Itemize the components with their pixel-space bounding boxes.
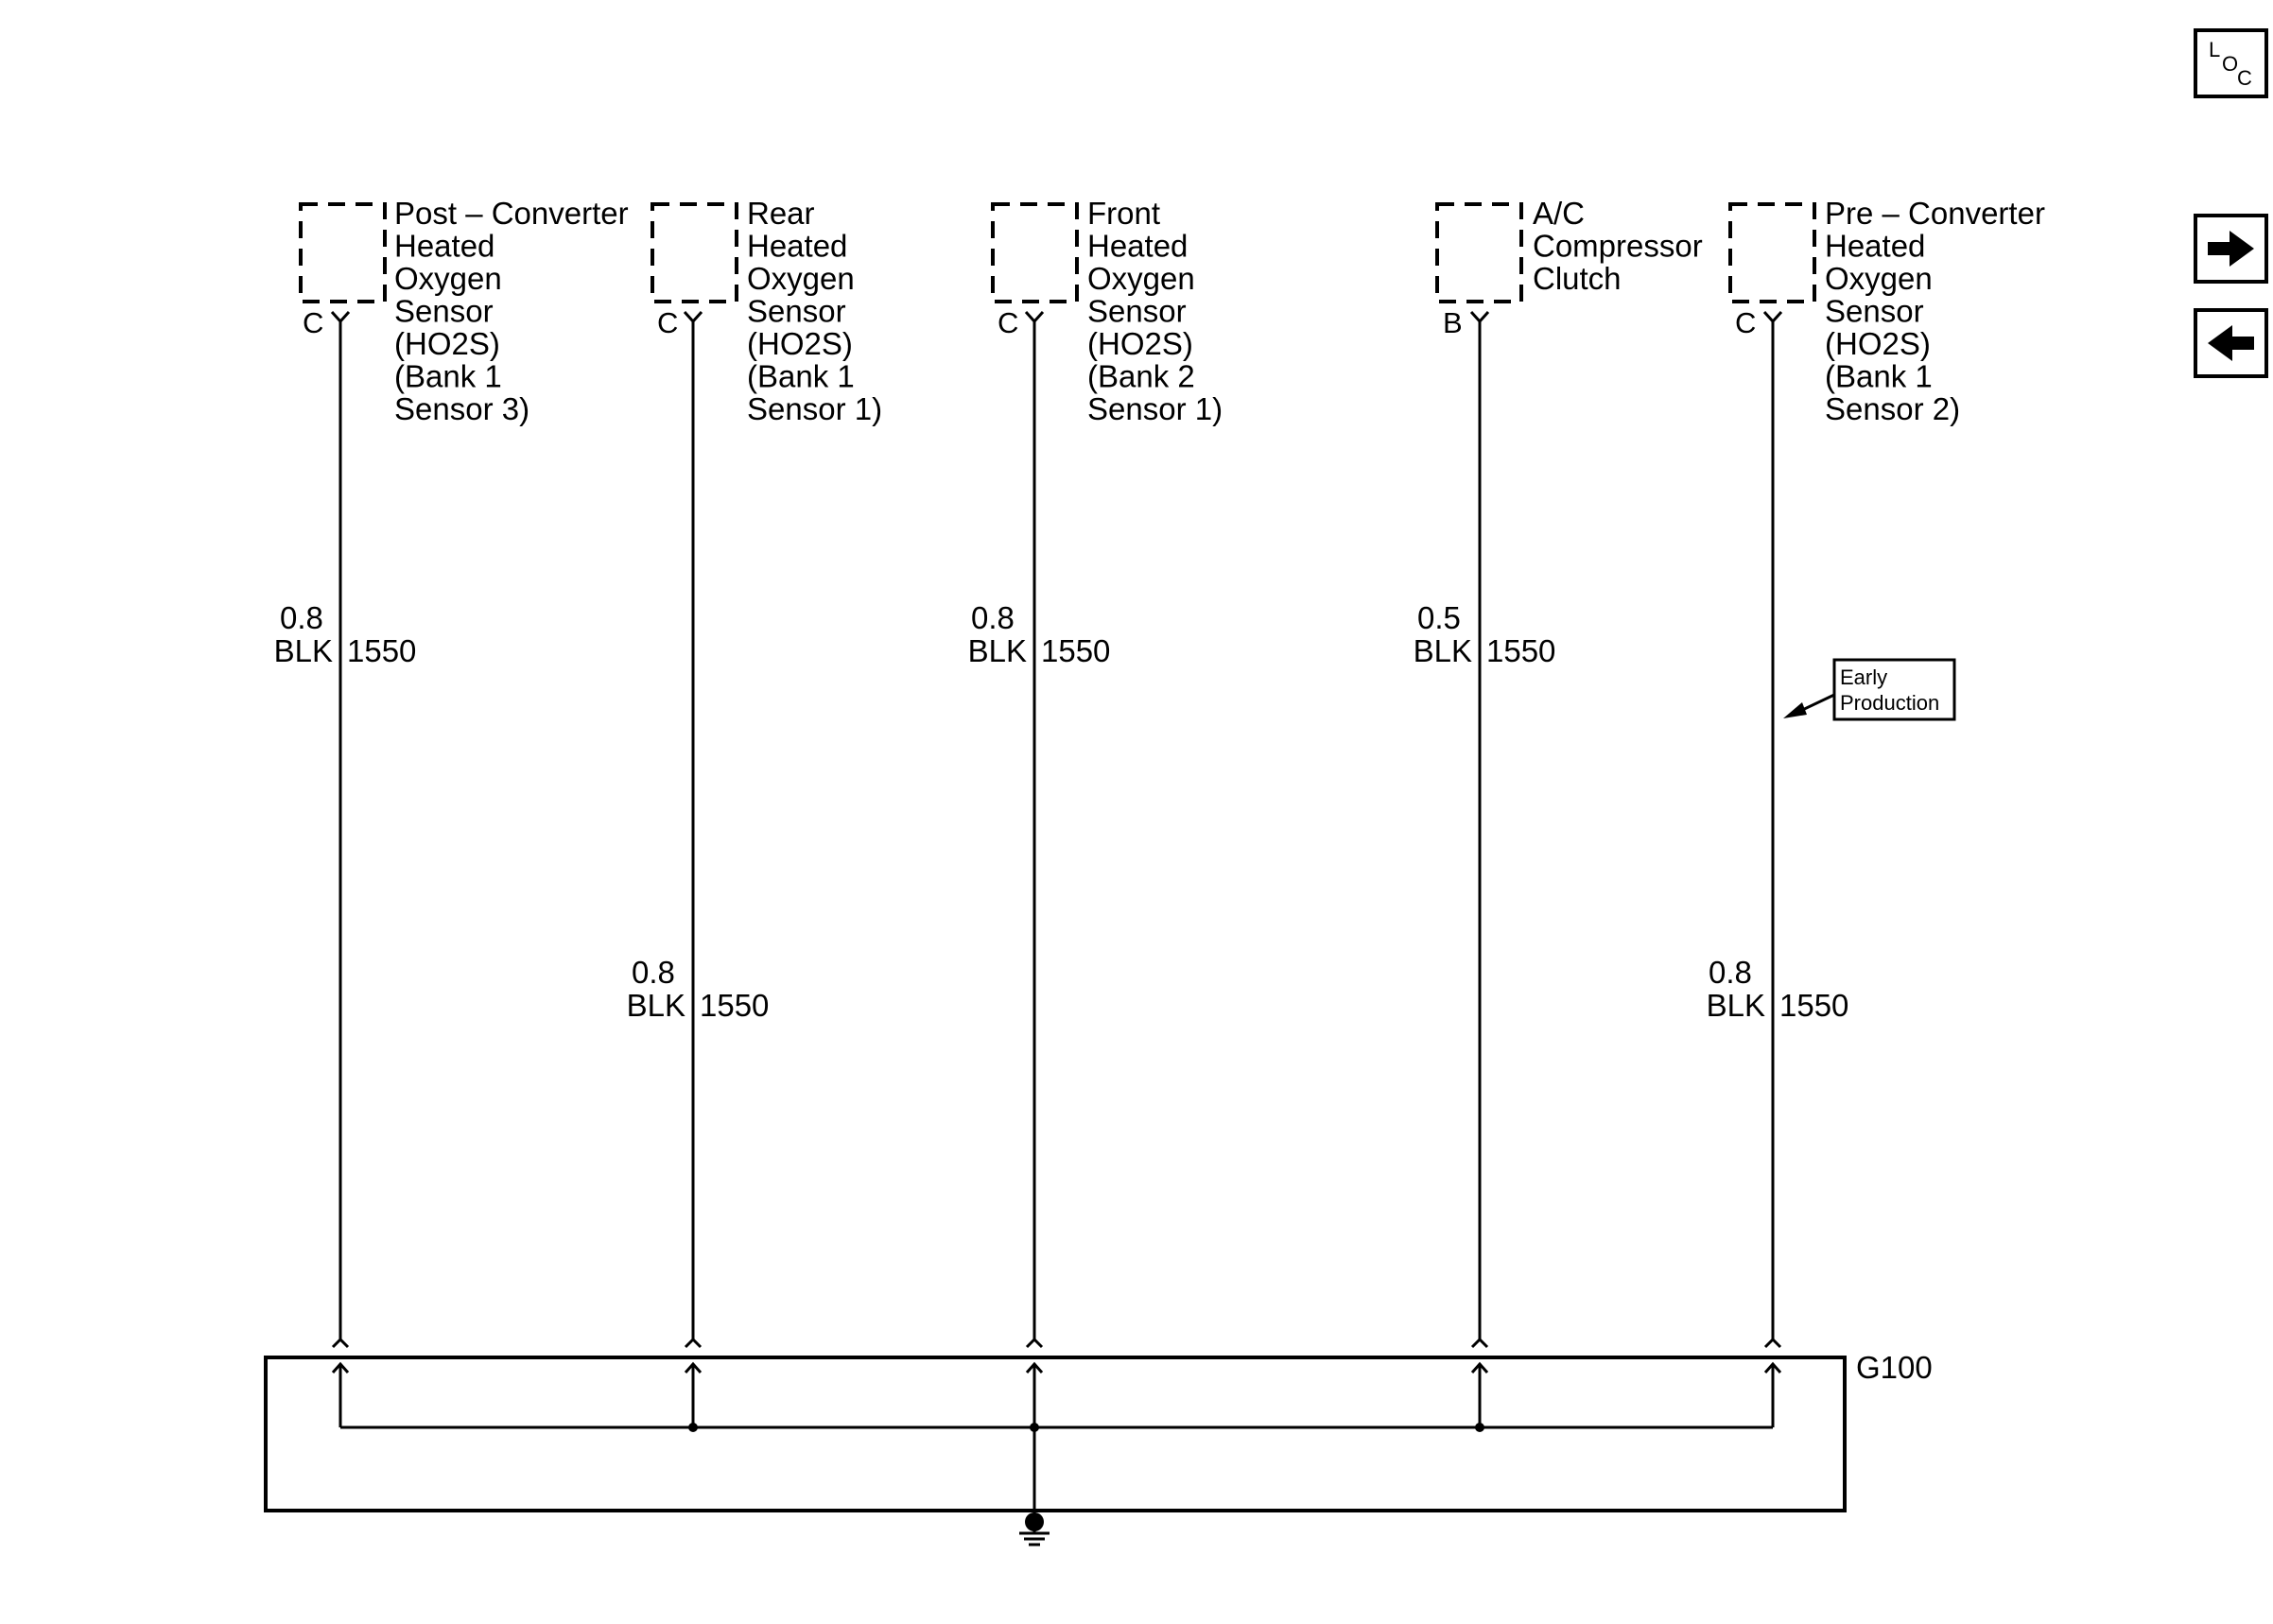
- loc-letter-o: O: [2222, 52, 2238, 76]
- wire-2: 0.8 BLK 1550: [627, 326, 769, 1340]
- ground-splice-block: G100: [264, 1337, 1933, 1546]
- wire-gauge: 0.8: [1709, 955, 1752, 990]
- pin-label: C: [303, 306, 323, 339]
- component-label: Post – Converter Heated Oxygen Sensor (H…: [394, 196, 637, 426]
- pin-label: C: [1735, 306, 1756, 339]
- component-label: Pre – Converter Heated Oxygen Sensor (HO…: [1825, 196, 2054, 426]
- component-ac-compressor-clutch: B A/C Compressor Clutch: [1435, 196, 1711, 339]
- ground-icon: [1019, 1512, 1050, 1546]
- wire-circuit: 1550: [1486, 633, 1555, 668]
- component-label: A/C Compressor Clutch: [1533, 196, 1711, 296]
- wire-3: 0.8 BLK 1550: [968, 326, 1110, 1340]
- component-label: Front Heated Oxygen Sensor (HO2S) (Bank …: [1087, 196, 1223, 426]
- component-label: Rear Heated Oxygen Sensor (HO2S) (Bank 1…: [747, 196, 882, 426]
- loc-letter-c: C: [2237, 66, 2252, 90]
- pin-label: C: [657, 306, 678, 339]
- callout-text: Early Production: [1840, 665, 1939, 715]
- wire-color: BLK: [274, 633, 333, 668]
- wire-4: 0.5 BLK 1550: [1414, 326, 1555, 1340]
- wire-color: BLK: [627, 988, 685, 1023]
- forward-button[interactable]: [2194, 214, 2268, 284]
- wire-gauge: 0.5: [1417, 600, 1461, 635]
- back-button[interactable]: [2194, 308, 2268, 378]
- pin-label: C: [998, 306, 1018, 339]
- splice-dot: [1030, 1423, 1039, 1432]
- wire-color: BLK: [968, 633, 1027, 668]
- loc-button[interactable]: L O C: [2194, 28, 2268, 98]
- component-front-ho2s: C Front Heated Oxygen Sensor (HO2S) (Ban…: [991, 196, 1223, 426]
- component-pre-converter-ho2s: C Pre – Converter Heated Oxygen Sensor (…: [1728, 196, 2054, 426]
- pin-label: B: [1443, 306, 1463, 339]
- ground-label: G100: [1856, 1350, 1933, 1385]
- wire-circuit: 1550: [1779, 988, 1848, 1023]
- splice-dot: [688, 1423, 698, 1432]
- wire-circuit: 1550: [347, 633, 416, 668]
- wire-1: 0.8 BLK 1550: [274, 326, 416, 1340]
- arrow-left-icon: [2208, 325, 2254, 361]
- wire-5: 0.8 BLK 1550: [1707, 326, 1848, 1340]
- splice-dot: [1475, 1423, 1484, 1432]
- component-post-converter-ho2s: C Post – Converter Heated Oxygen Sensor …: [299, 196, 637, 426]
- wire-color: BLK: [1707, 988, 1765, 1023]
- wire-circuit: 1550: [1041, 633, 1110, 668]
- wire-gauge: 0.8: [971, 600, 1015, 635]
- early-production-callout: Early Production: [1783, 658, 1956, 721]
- arrowhead-icon: [1783, 702, 1807, 718]
- wire-color: BLK: [1414, 633, 1472, 668]
- wire-circuit: 1550: [700, 988, 769, 1023]
- arrow-right-icon: [2208, 231, 2254, 267]
- wire-gauge: 0.8: [632, 955, 675, 990]
- loc-letter-l: L: [2209, 38, 2220, 61]
- wire-gauge: 0.8: [280, 600, 323, 635]
- component-rear-ho2s: C Rear Heated Oxygen Sensor (HO2S) (Bank…: [651, 196, 882, 426]
